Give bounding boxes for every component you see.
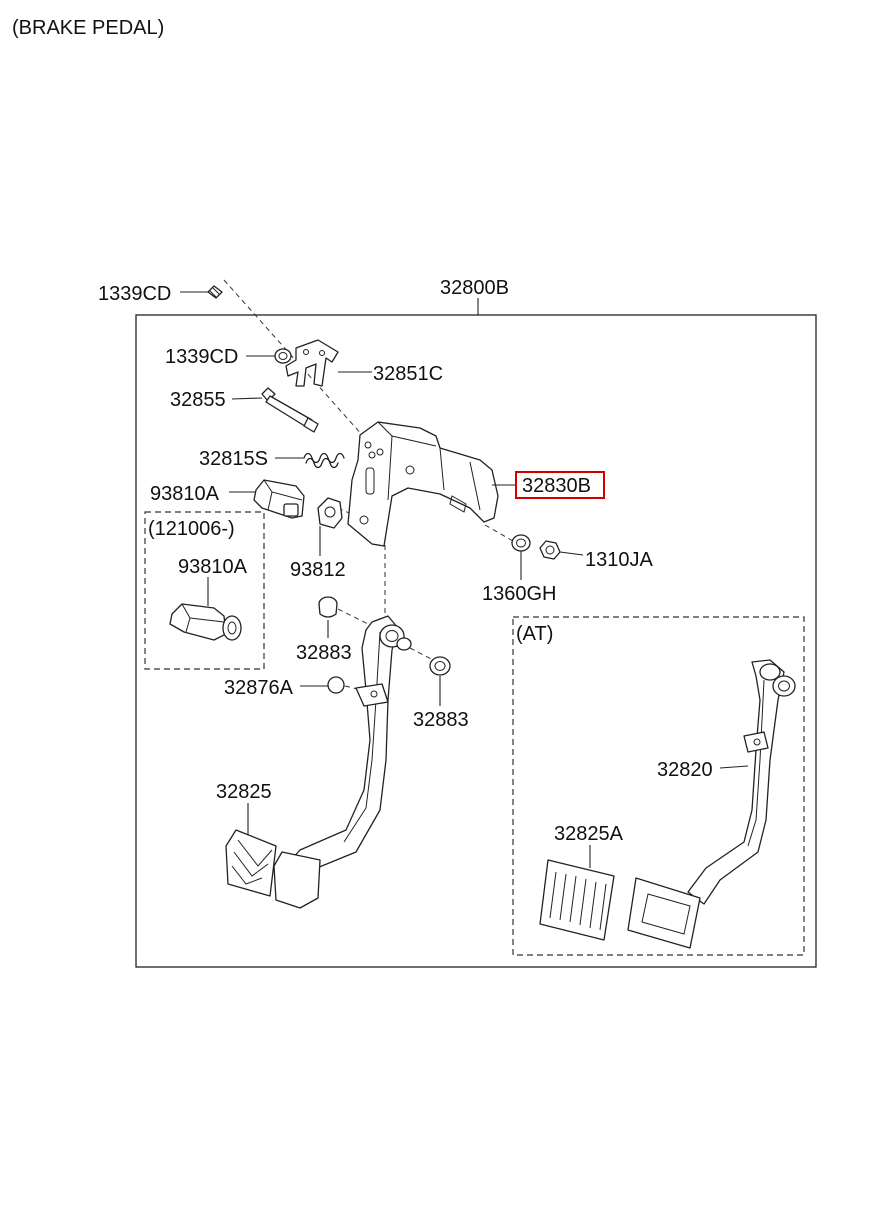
brake-pedal-pad-icon (273, 851, 321, 909)
bushing-32883-upper-icon (318, 596, 338, 618)
highlight-32830b (515, 471, 605, 499)
label-32830b: 32830B (522, 475, 591, 497)
label-32883-lower: 32883 (413, 709, 469, 731)
label-1339cd: 1339CD (165, 346, 238, 368)
spring-32815s-icon (303, 452, 345, 469)
variant-frame-121006 (144, 511, 265, 670)
label-32876a: 32876A (224, 677, 294, 699)
label-93810a-variant: 93810A (178, 556, 248, 578)
label-93810a: 93810A (150, 483, 220, 505)
at-pedal-pad-icon (627, 877, 701, 949)
bracket-32851c-icon (285, 339, 339, 387)
label-1339cd-top: 1339CD (98, 283, 171, 305)
diagram-title: (BRAKE PEDAL) (12, 17, 164, 39)
clip-1339cd-top-icon (207, 285, 223, 299)
member-bracket-32830b-icon (347, 421, 499, 547)
label-32851c: 32851C (373, 363, 443, 385)
stop-lamp-switch-93810a-variant-icon (169, 603, 242, 641)
nut-1310ja-icon (539, 540, 561, 560)
label-121006: (121006-) (148, 518, 235, 540)
label-32883-upper: 32883 (296, 642, 352, 664)
pedal-pad-32825-icon (225, 829, 277, 897)
pin-32855-icon (261, 387, 319, 433)
label-32815s: 32815S (199, 448, 268, 470)
at-frame (512, 616, 805, 956)
label-32855: 32855 (170, 389, 226, 411)
assembly-frame (135, 314, 817, 968)
label-32820: 32820 (657, 759, 713, 781)
nut-1339cd-icon (274, 348, 292, 364)
bushing-32883-lower-icon (429, 656, 451, 676)
brake-pedal-arm-32820-icon (687, 659, 796, 905)
label-1360gh: 1360GH (482, 583, 557, 605)
stop-lamp-switch-93810a-icon (253, 479, 305, 519)
switch-93812-icon (317, 497, 343, 529)
label-at: (AT) (516, 623, 553, 645)
label-1310ja: 1310JA (585, 549, 653, 571)
leader-lines (180, 291, 749, 868)
label-93812: 93812 (290, 559, 346, 581)
pedal-pad-32825a-icon (539, 859, 615, 941)
label-32800b: 32800B (440, 277, 509, 299)
washer-1360gh-icon (511, 534, 531, 552)
label-32825a: 32825A (554, 823, 624, 845)
stopper-32876a-icon (327, 676, 345, 694)
label-32825: 32825 (216, 781, 272, 803)
